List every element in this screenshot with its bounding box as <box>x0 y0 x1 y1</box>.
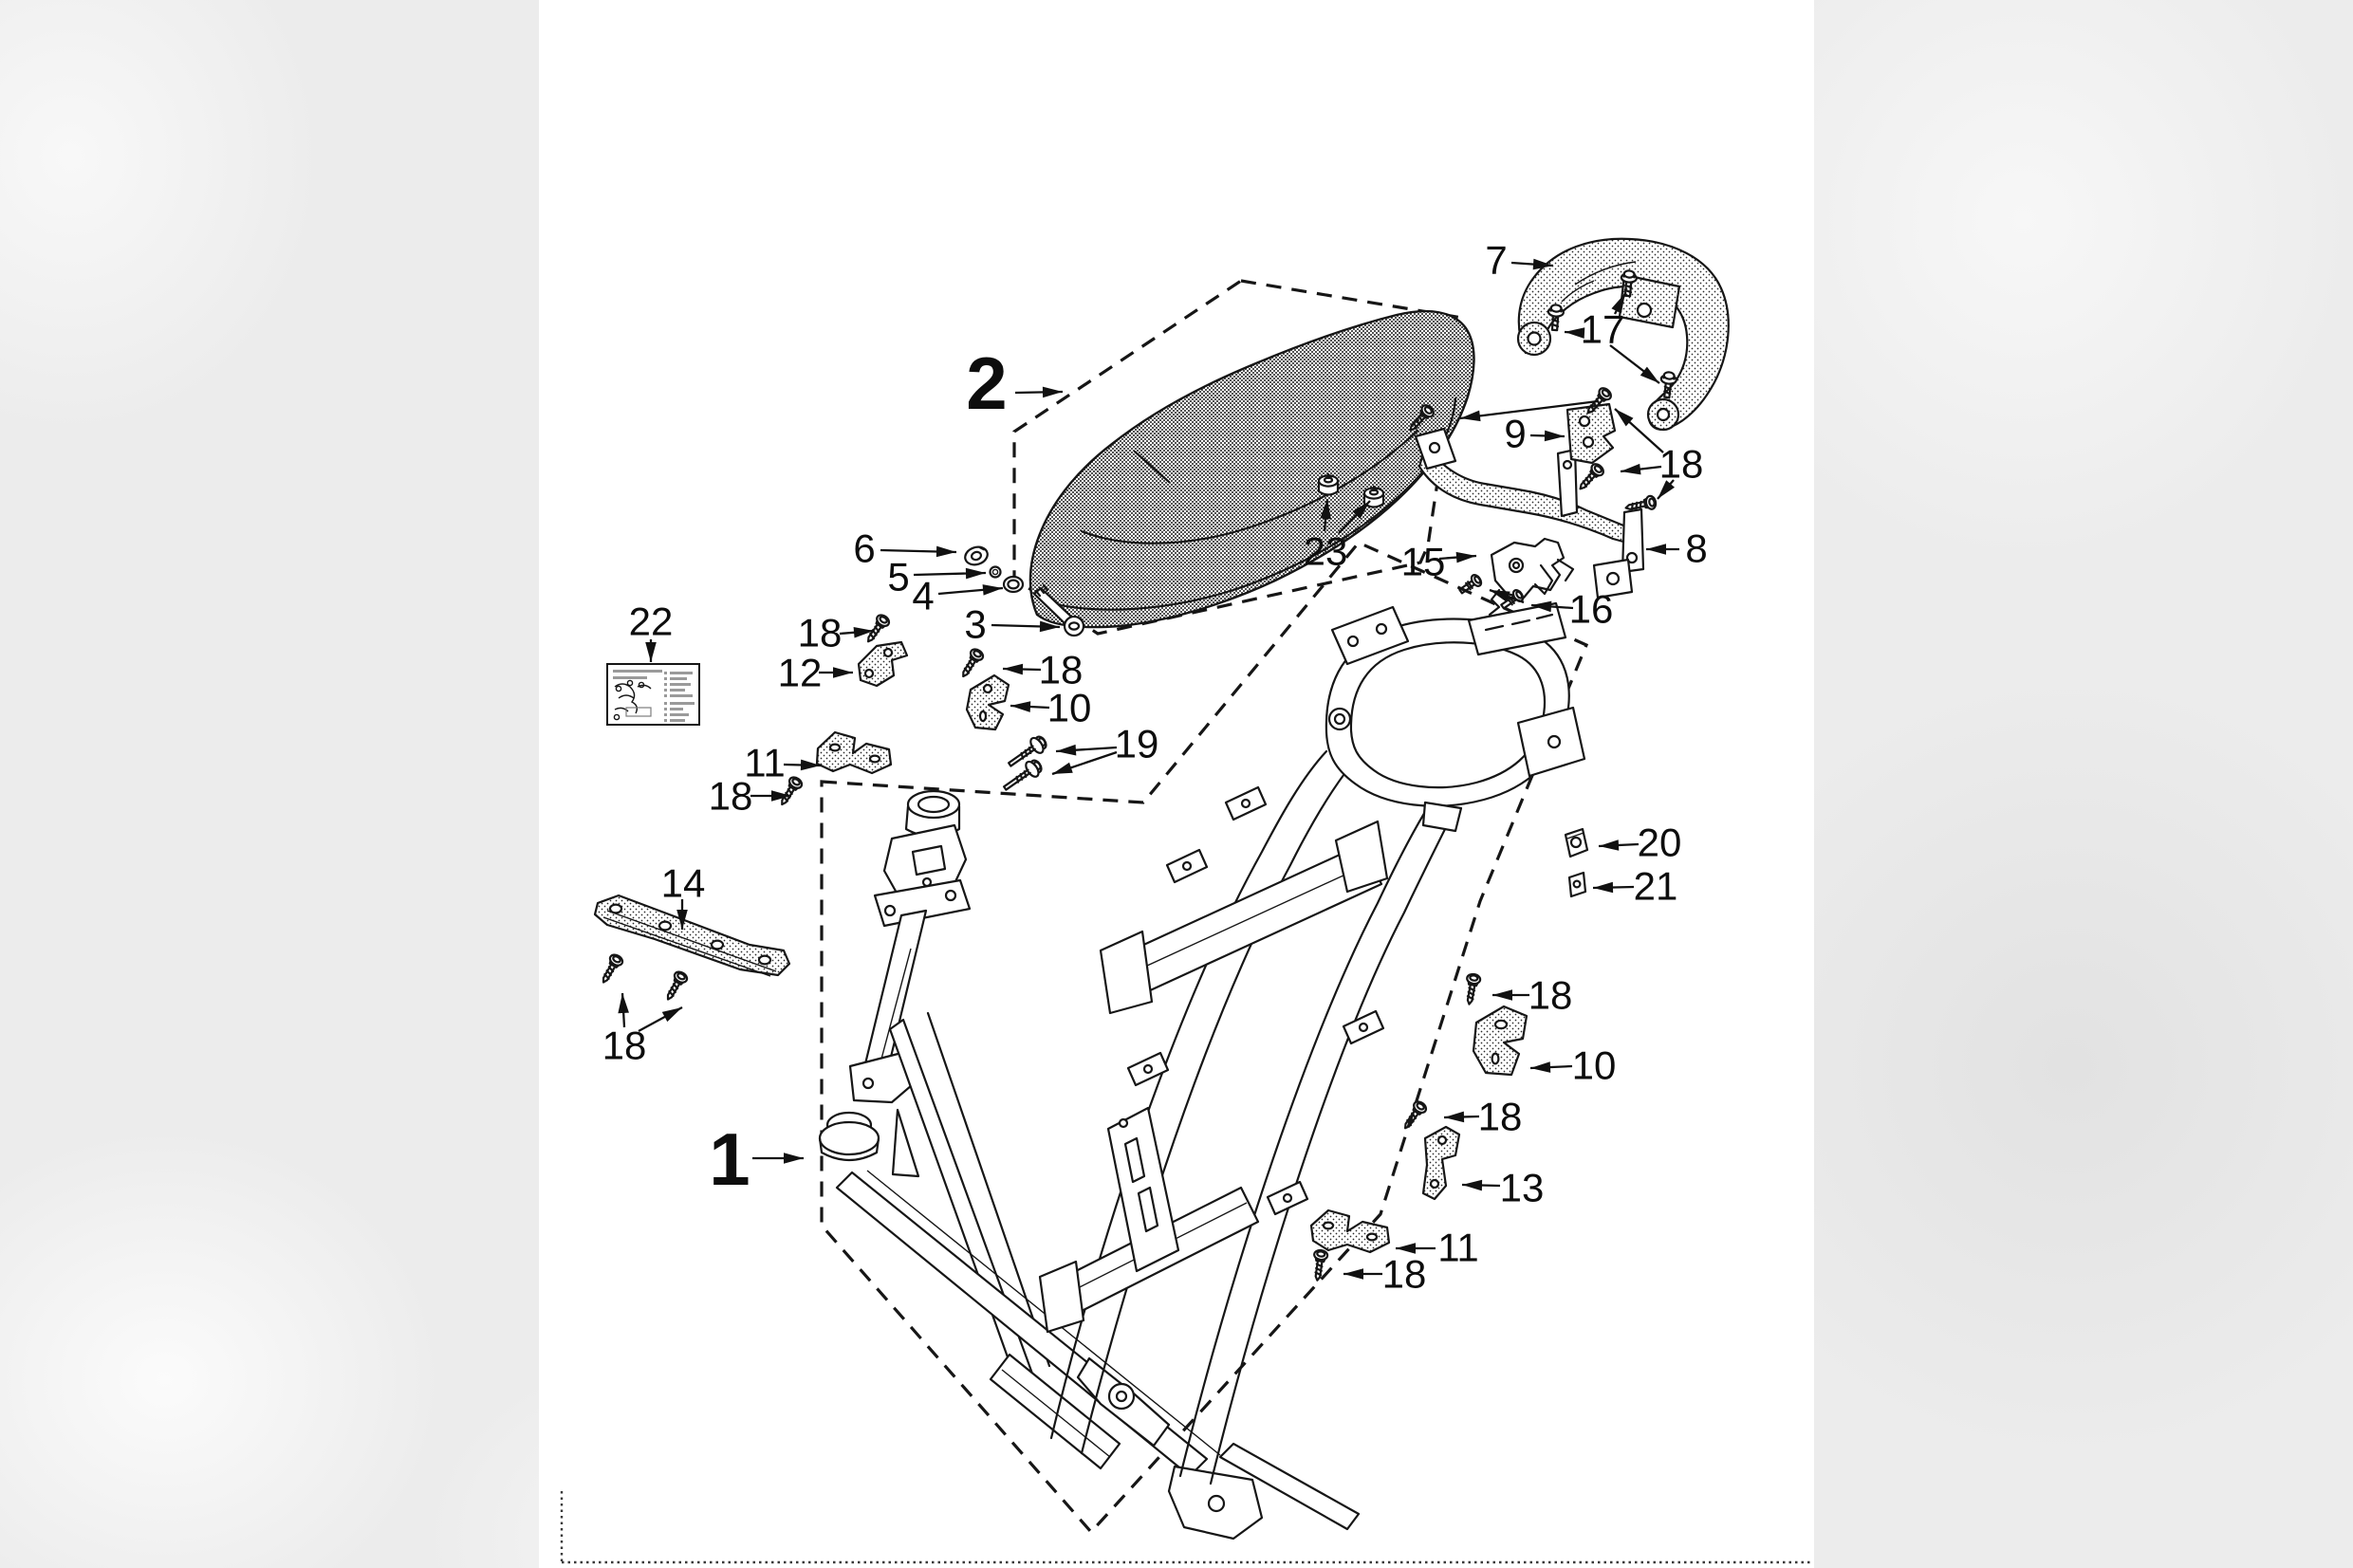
arrowhead <box>1544 430 1565 442</box>
arrowhead <box>1531 600 1552 613</box>
arrowhead <box>1042 386 1063 398</box>
callout-18-31: 18 <box>1382 1252 1427 1297</box>
frame-part <box>818 601 1586 1540</box>
arrowhead <box>1444 1111 1465 1123</box>
callout-21-25: 21 <box>1634 864 1678 909</box>
callout-2-0: 2 <box>966 341 1007 425</box>
arrowhead <box>1462 1179 1483 1191</box>
callout-1-1: 1 <box>709 1117 750 1201</box>
callout-4-12: 4 <box>912 574 934 618</box>
callout-18-16: 18 <box>1039 648 1084 692</box>
arrowhead <box>1621 463 1641 475</box>
bracket-11-right <box>1309 1208 1391 1254</box>
frame-assembly-boundary <box>820 541 1589 1535</box>
arrowhead <box>833 667 853 678</box>
seat-hardware-parts <box>964 472 1385 637</box>
callout-17-3: 17 <box>1581 307 1625 352</box>
arrowhead <box>1615 409 1634 427</box>
bracket-10-right <box>1472 1005 1529 1077</box>
callout-10-27: 10 <box>1572 1043 1617 1088</box>
arrowhead <box>1052 762 1073 774</box>
callout-19-18: 19 <box>1115 722 1159 766</box>
callout-20-24: 20 <box>1638 821 1682 865</box>
carrier-stay-part <box>1414 402 1645 600</box>
callout-7-2: 7 <box>1485 238 1507 283</box>
callout-3-13: 3 <box>964 602 986 647</box>
callout-15-7: 15 <box>1401 540 1446 584</box>
arrowhead <box>661 1007 682 1023</box>
bracket-11-left <box>815 730 893 775</box>
arrowhead <box>1455 551 1476 563</box>
arrowhead <box>1039 620 1060 633</box>
clip-21 <box>1567 871 1587 898</box>
callout-10-17: 10 <box>1047 686 1092 730</box>
arrowhead <box>1599 839 1620 851</box>
arrowhead <box>645 642 657 662</box>
arrowhead <box>784 1153 804 1164</box>
arrowhead <box>1530 1061 1551 1073</box>
leader-line <box>1459 399 1599 420</box>
callout-23-6: 23 <box>1304 529 1348 574</box>
arrowhead <box>1565 327 1585 339</box>
washer-5 <box>989 565 1002 579</box>
pivot-bolt-3 <box>1032 583 1085 637</box>
arrowhead <box>1010 701 1031 712</box>
callout-5-11: 5 <box>887 555 909 600</box>
arrowhead <box>800 759 821 771</box>
bracket-10-left <box>965 673 1010 731</box>
callout-11-30: 11 <box>1437 1226 1479 1270</box>
callout-6-10: 6 <box>853 526 875 571</box>
arrowhead <box>1611 293 1625 314</box>
arrowhead <box>771 790 791 802</box>
arrowhead <box>936 545 956 558</box>
arrowhead <box>1343 1268 1363 1280</box>
cap-nut-6 <box>964 545 989 566</box>
seat-latch-part <box>1488 537 1575 617</box>
page-border-marks <box>560 1491 1812 1564</box>
callout-18-28: 18 <box>1478 1095 1523 1139</box>
callout-18-14: 18 <box>798 611 843 655</box>
callout-8-8: 8 <box>1685 526 1707 571</box>
arrowhead <box>1658 480 1676 499</box>
arrowhead <box>1593 881 1614 894</box>
arrowhead <box>853 626 874 638</box>
callout-18-5: 18 <box>1659 442 1704 487</box>
arrowhead <box>1532 258 1553 270</box>
seat-rubber-23a <box>1317 472 1340 496</box>
information-sticker <box>606 663 700 726</box>
arrowhead <box>1490 590 1510 602</box>
arrowhead <box>1396 1243 1416 1254</box>
arrowhead <box>1320 499 1331 520</box>
arrowhead <box>982 584 1003 596</box>
arrowhead <box>1646 544 1666 555</box>
arrowhead <box>1492 989 1512 1001</box>
callout-18-20: 18 <box>709 774 753 819</box>
callout-13-29: 13 <box>1500 1166 1545 1210</box>
bracket-parts <box>593 640 1589 1254</box>
callout-18-23: 18 <box>602 1024 647 1068</box>
callout-16-9: 16 <box>1569 587 1614 632</box>
bracket-14 <box>593 894 791 977</box>
arrowhead <box>1640 366 1659 383</box>
clip-nut-20 <box>1564 827 1589 858</box>
callout-9-4: 9 <box>1504 412 1526 456</box>
callout-18-26: 18 <box>1529 973 1573 1018</box>
callout-14-22: 14 <box>661 861 706 906</box>
arrowhead <box>1460 410 1481 422</box>
arrowhead <box>1352 501 1370 520</box>
arrowhead <box>618 993 629 1014</box>
callout-22-21: 22 <box>629 600 674 644</box>
callout-11-19: 11 <box>744 741 786 785</box>
arrowhead <box>965 567 986 580</box>
arrowhead <box>1056 744 1077 756</box>
callout-12-15: 12 <box>778 651 823 695</box>
arrowhead <box>1003 663 1024 675</box>
arrowhead <box>676 910 688 930</box>
